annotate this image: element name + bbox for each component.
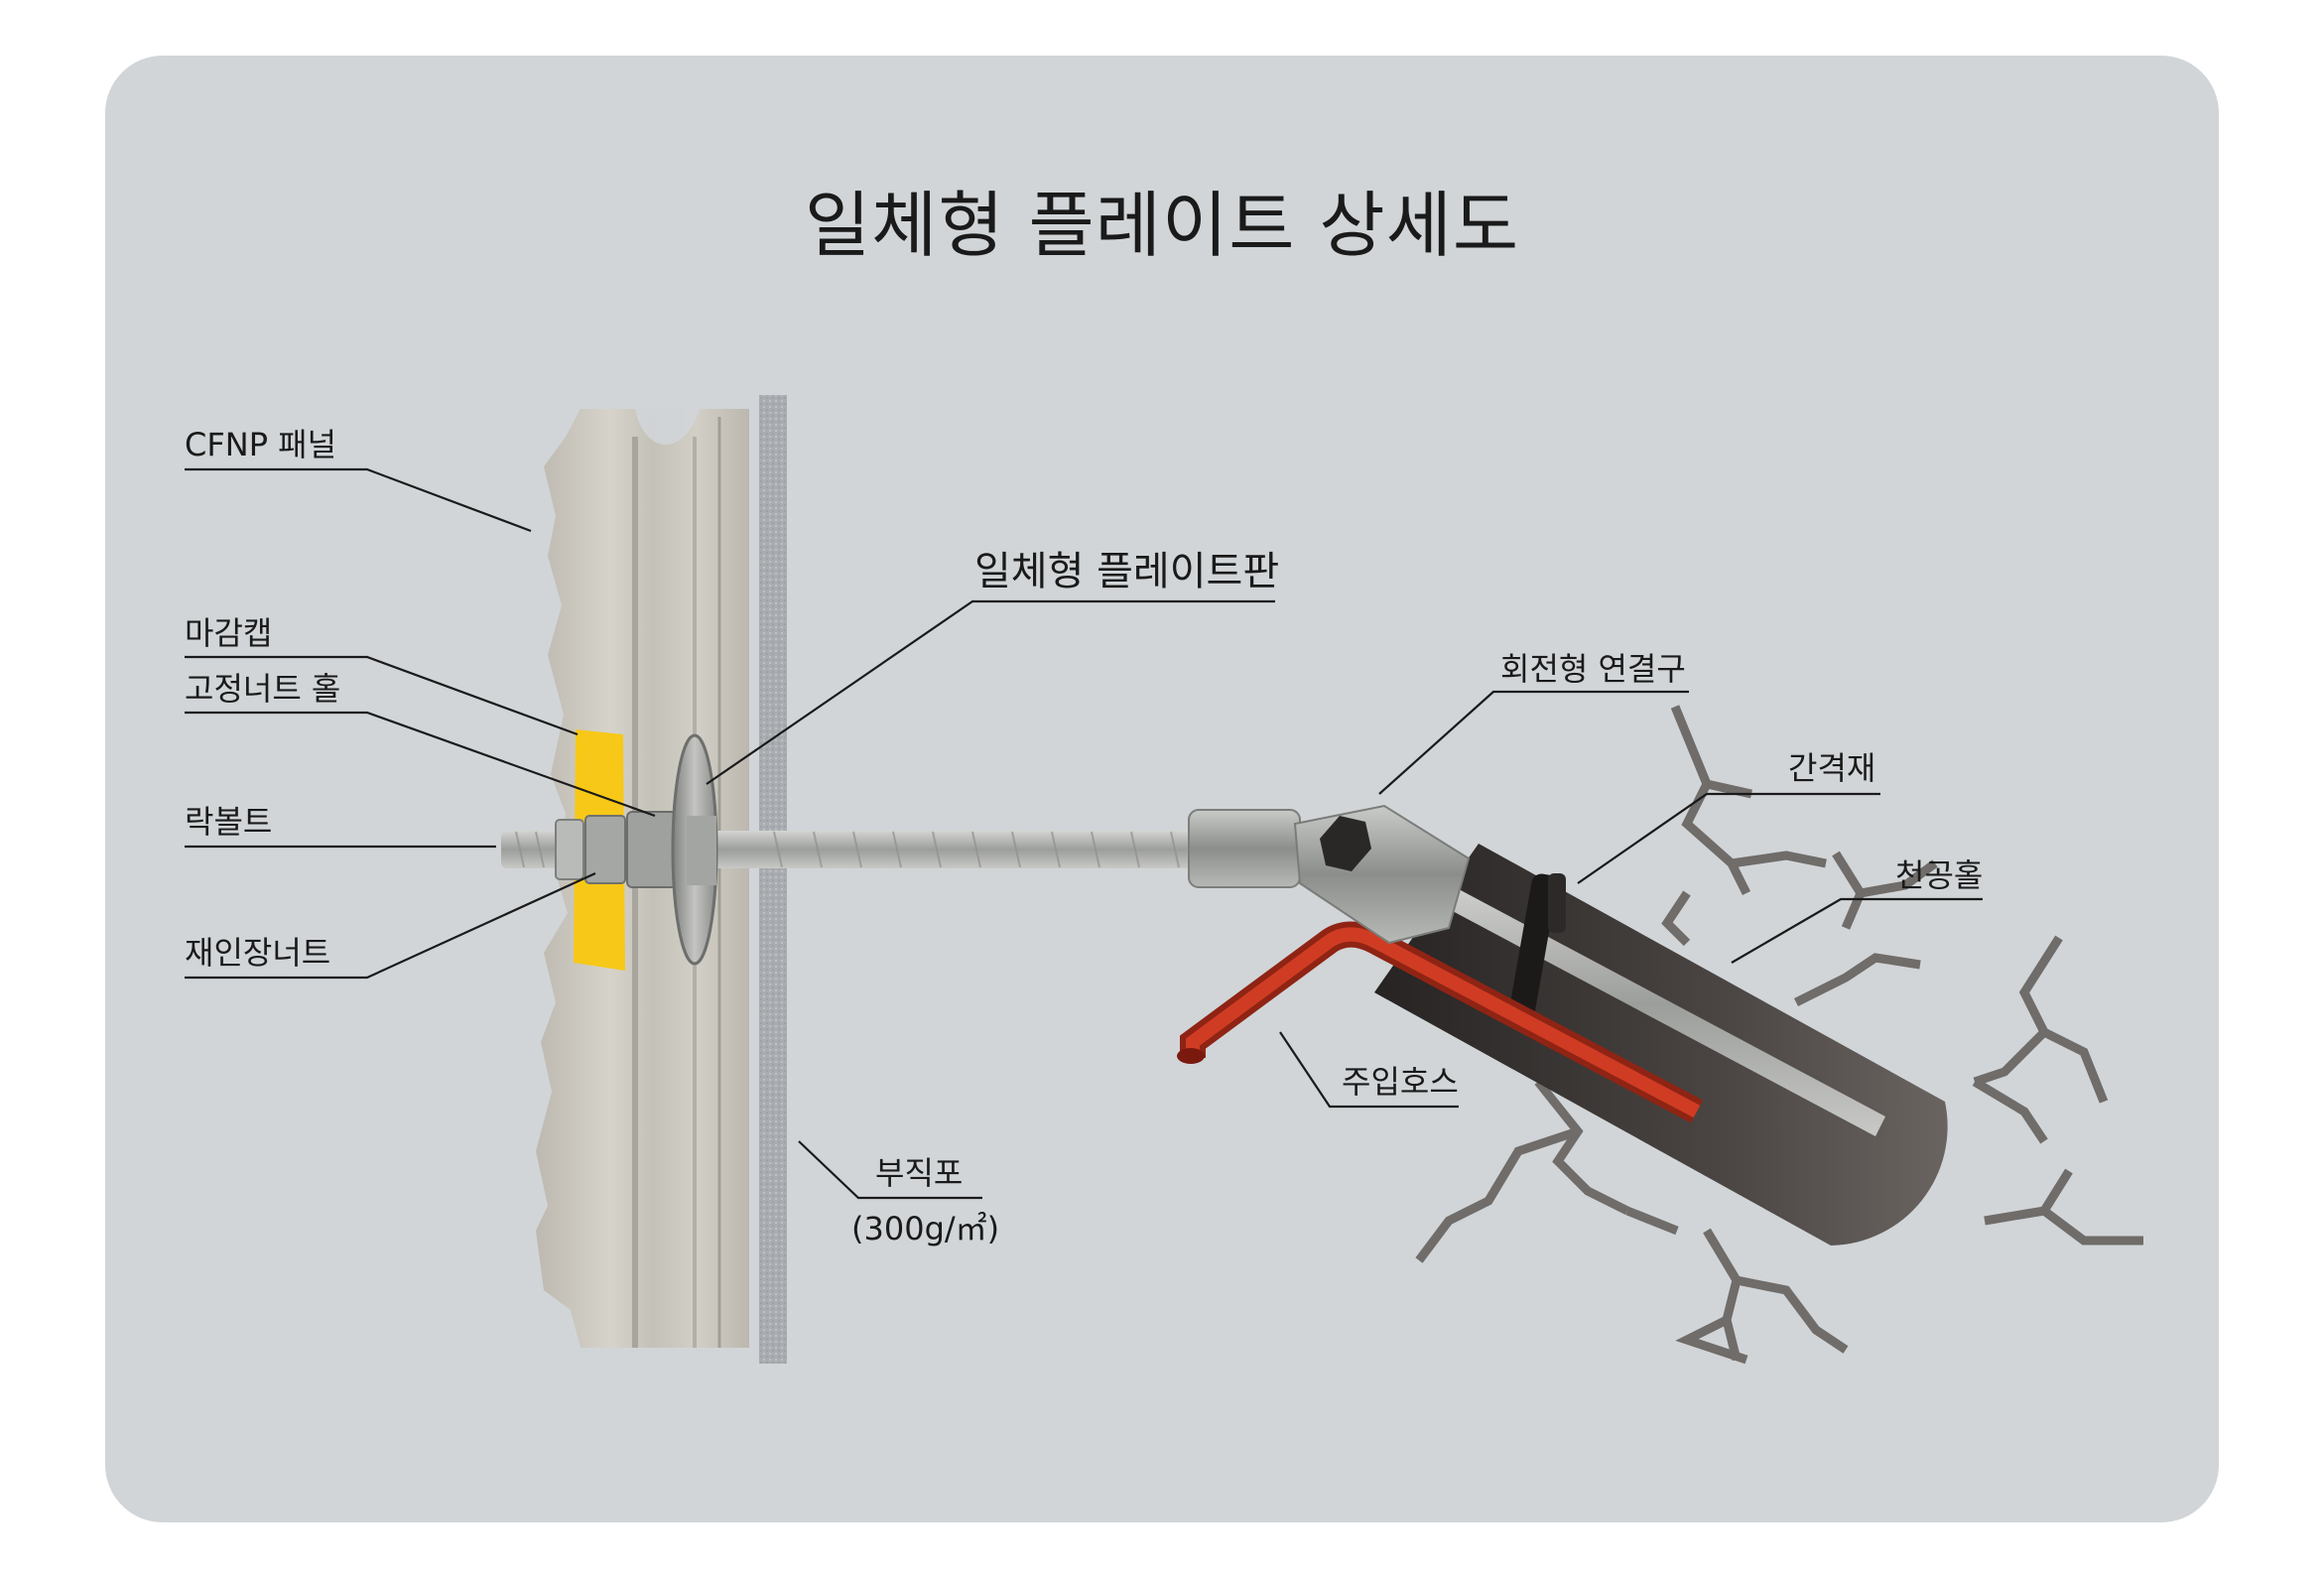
label-spacer: 간격재 — [1788, 749, 1876, 787]
spacer-shape — [1508, 873, 1566, 1022]
hose-end — [1177, 1048, 1205, 1064]
label-nonwoven-spec: (300g/㎡) — [851, 1210, 1000, 1248]
plate-hub — [687, 816, 716, 885]
label-injection-hose: 주입호스 — [1342, 1063, 1459, 1101]
fixing-nut-shape — [626, 811, 678, 888]
leader-lines — [185, 467, 1983, 1200]
label-cfnp-panel: CFNP 패널 — [185, 426, 337, 463]
tension-nut-shape — [584, 815, 626, 884]
label-rotary-connector: 회전형 연결구 — [1500, 650, 1686, 688]
label-drill-hole: 천공홀 — [1895, 856, 1984, 894]
page-title: 일체형 플레이트 상세도 — [804, 184, 1520, 267]
label-integrated-plate: 일체형 플레이트판 — [974, 549, 1280, 594]
label-tension-nut: 재인장너트 — [185, 934, 331, 972]
label-rock-bolt: 락볼트 — [185, 803, 273, 841]
label-finish-cap: 마감캡 — [185, 614, 273, 652]
nonwoven-fabric-shape — [759, 395, 787, 1364]
label-fixing-nut-hole: 고정너트 홀 — [185, 670, 341, 708]
label-nonwoven: 부직포 — [875, 1154, 964, 1192]
diagram-card — [105, 56, 2219, 1522]
rotary-connector-shape — [1188, 804, 1471, 945]
hex-nut-icon — [555, 819, 584, 880]
crack-lines — [1415, 705, 2143, 1365]
injection-hose-highlight — [1186, 927, 1701, 1118]
